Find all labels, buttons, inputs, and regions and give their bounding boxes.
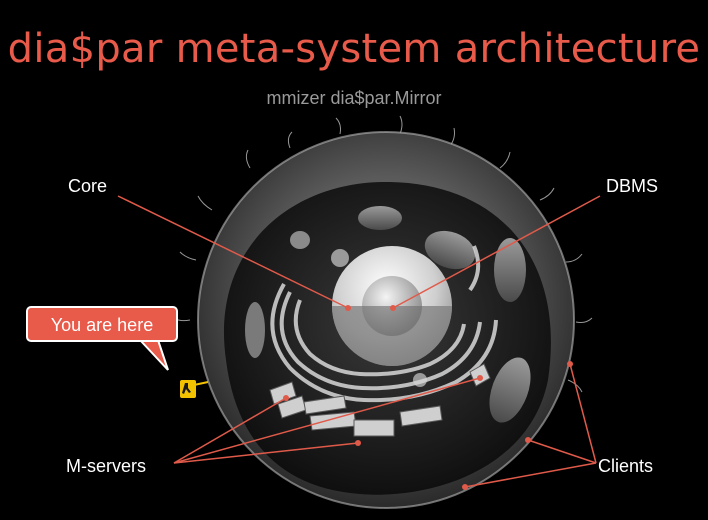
membrane-hairs: [173, 115, 593, 393]
pointer-dots: [283, 305, 573, 490]
pointer-lines: [117, 195, 601, 488]
callout-tail: [137, 339, 169, 371]
diagram-title: dia$par meta-system architecture: [7, 26, 701, 72]
label-m-servers: M-servers: [66, 456, 146, 476]
golgi-stacks: [269, 363, 491, 437]
label-core: Core: [68, 176, 108, 196]
you-are-here-callout: You are here: [26, 306, 178, 342]
label-clients: Clients: [598, 456, 654, 476]
diagram-subtitle: mmizer dia$par.Mirror: [266, 88, 442, 108]
organelles: [245, 206, 531, 423]
walking-figure-icon: [180, 380, 209, 398]
label-dbms: DBMS: [606, 176, 659, 196]
